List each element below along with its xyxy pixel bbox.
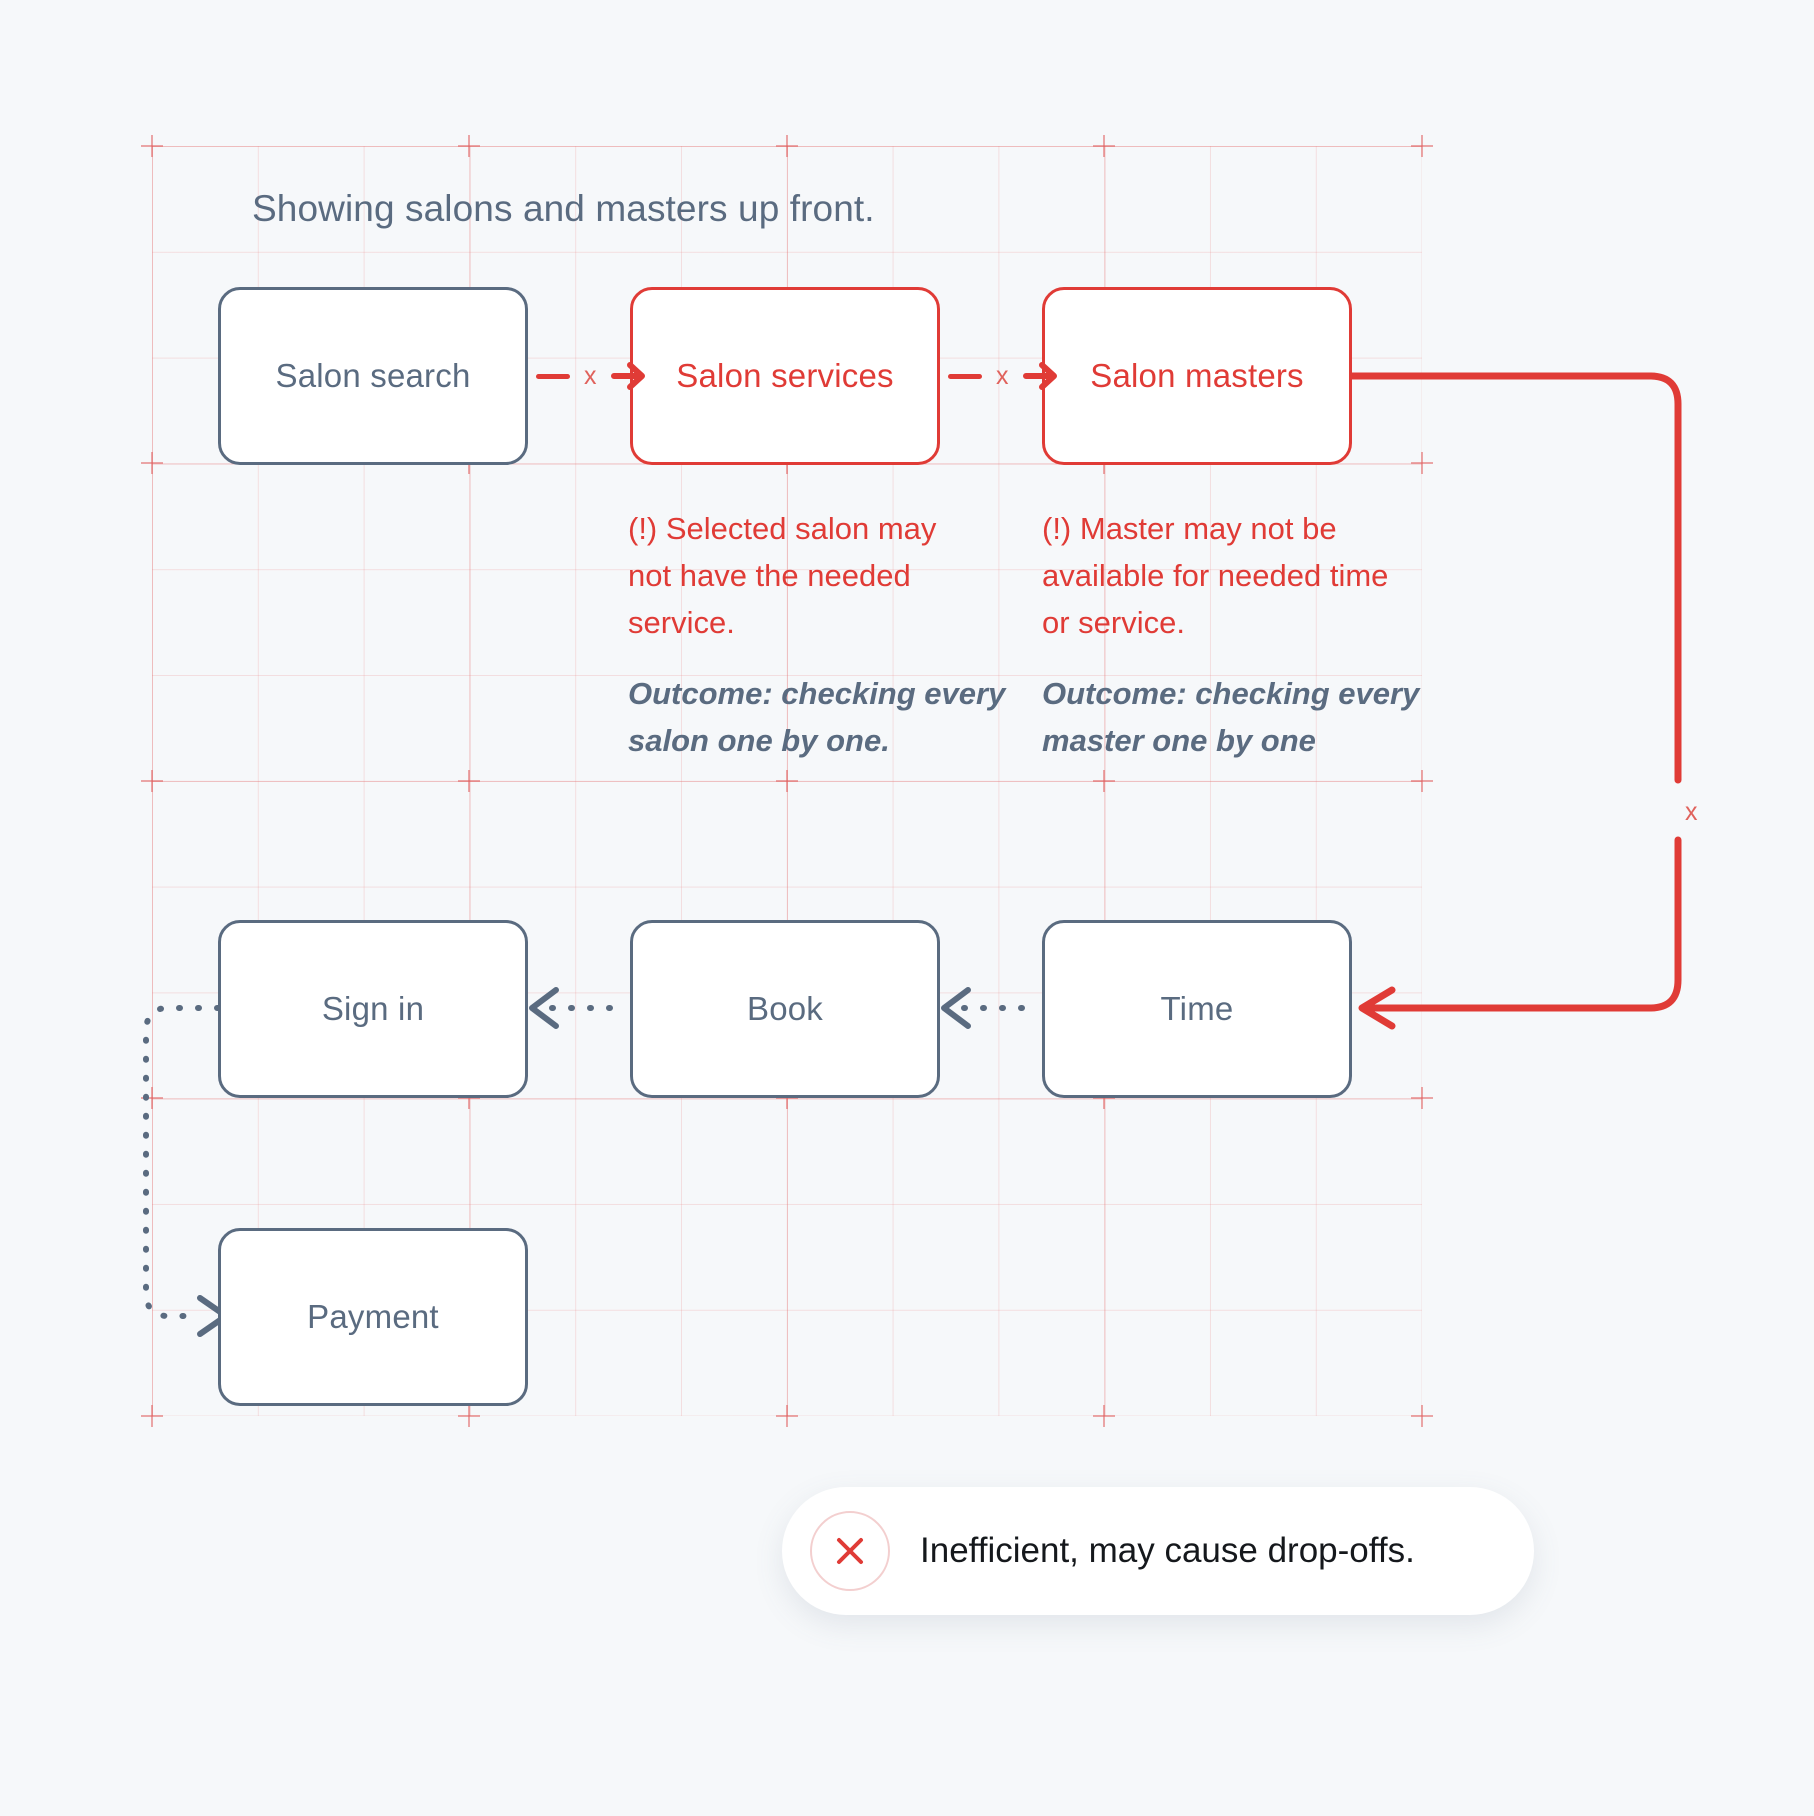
connector-x-label: x	[584, 361, 597, 390]
toast-message: Inefficient, may cause drop-offs.	[920, 1531, 1415, 1570]
connector-masters-to-time-upper	[1348, 372, 1682, 784]
arrowhead-into-signin	[529, 987, 559, 1029]
node-label: Sign in	[321, 990, 425, 1027]
connector-masters-to-time-lower	[1368, 836, 1682, 1012]
arrowhead-into-book	[941, 987, 971, 1029]
node-salon-search[interactable]: Salon search	[218, 287, 528, 465]
page-title: Showing salons and masters up front.	[252, 188, 875, 229]
connector-signin-to-payment	[143, 1005, 221, 1319]
node-label: Salon services	[676, 357, 894, 394]
node-time[interactable]: Time	[1042, 920, 1352, 1098]
status-toast[interactable]: Inefficient, may cause drop-offs.	[782, 1487, 1534, 1615]
connector-dash	[948, 373, 982, 379]
annotation-services-outcome: Outcome: checking every salon one by one…	[628, 676, 1006, 759]
arrow-right-icon	[610, 362, 645, 390]
connector-dash	[536, 373, 570, 379]
annotation-services-warning: (!) Selected salon may not have the need…	[628, 511, 937, 641]
connector-services-to-masters: x	[948, 356, 1059, 396]
arrow-right-icon	[1022, 362, 1057, 390]
node-sign-in[interactable]: Sign in	[218, 920, 528, 1098]
annotation-masters-warning: (!) Master may not be available for need…	[1042, 511, 1389, 641]
node-salon-services[interactable]: Salon services	[630, 287, 940, 465]
node-label: Time	[1160, 990, 1234, 1027]
connector-x-label: x	[996, 361, 1009, 390]
node-book[interactable]: Book	[630, 920, 940, 1098]
arrowhead-into-time	[1358, 986, 1396, 1030]
node-label: Salon masters	[1090, 357, 1304, 394]
node-salon-masters[interactable]: Salon masters	[1042, 287, 1352, 465]
node-label: Salon search	[275, 357, 471, 394]
x-circle-icon	[810, 1511, 890, 1591]
connector-loop-x-label: x	[1685, 798, 1698, 826]
node-label: Book	[746, 990, 824, 1027]
node-payment[interactable]: Payment	[218, 1228, 528, 1406]
node-label: Payment	[307, 1298, 439, 1335]
connector-search-to-services: x	[536, 356, 647, 396]
annotation-masters-outcome: Outcome: checking every master one by on…	[1042, 676, 1420, 759]
